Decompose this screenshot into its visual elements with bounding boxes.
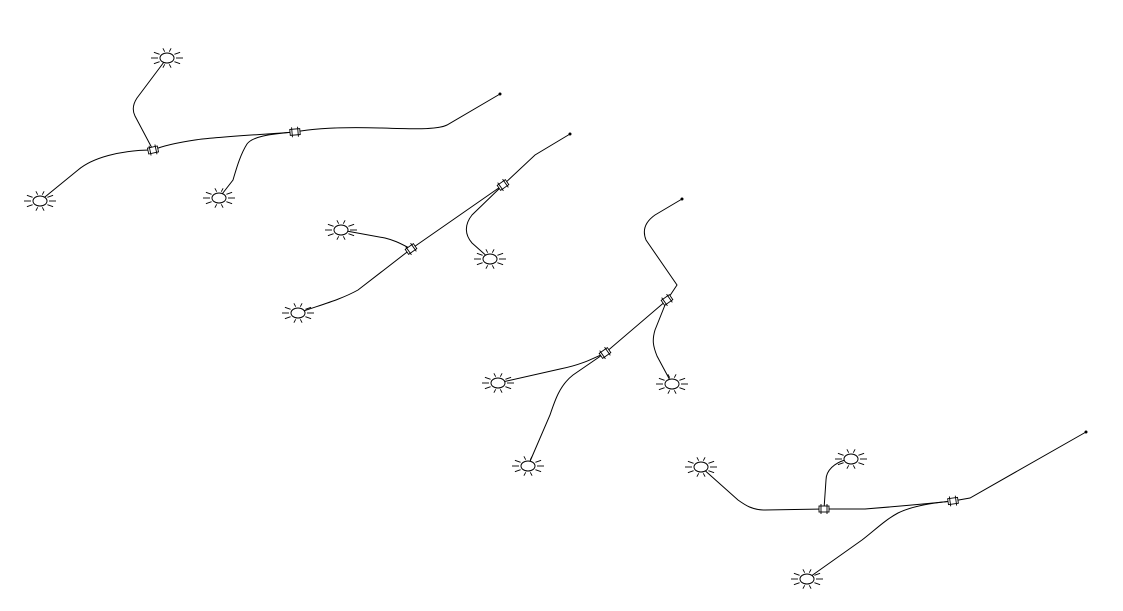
lamp-icon: [24, 191, 56, 211]
circuit-4-branch-wire-top: [823, 458, 852, 510]
circuit-2: [297, 133, 571, 314]
lamp-icon: [282, 303, 314, 323]
junction-box-icon: [947, 495, 959, 507]
junction-box-icon: [146, 144, 160, 156]
circuit-2-branch-wire-right: [465, 184, 504, 260]
feed-point-icon: [1084, 430, 1088, 434]
lamp-icon: [325, 220, 357, 240]
junction-box-icon: [818, 504, 830, 514]
lamp-icon: [512, 456, 544, 476]
circuit-4-feed-wire: [952, 431, 1087, 502]
circuit-1-branch-wire-left: [39, 149, 154, 202]
circuit-1: [39, 57, 501, 202]
circuit-4-main-wire: [700, 466, 954, 511]
junction-box-icon: [289, 126, 301, 138]
circuit-4-branch-wire-bottom: [806, 500, 954, 580]
lamp-icon: [835, 449, 867, 469]
feed-point-icon: [498, 92, 502, 96]
circuit-1-branch-wire-top: [132, 57, 168, 151]
circuit-1-main-wire: [152, 131, 296, 151]
lamp-icon: [474, 249, 506, 269]
circuit-3-branch-wire-right: [652, 299, 673, 385]
circuit-1-branch-wire-bottom: [218, 131, 296, 199]
circuit-2-branch-wire-left: [340, 229, 412, 250]
circuit-3-branch-wire-left: [497, 352, 606, 384]
junction-boxes: [146, 126, 959, 514]
circuit-3: [497, 198, 683, 467]
circuit-2-main-wire: [297, 184, 504, 314]
lamp-icon: [685, 457, 717, 477]
feed-point-icon: [568, 132, 572, 136]
junction-box-icon: [404, 242, 418, 256]
junction-box-icon: [598, 346, 612, 360]
lamp-icon: [151, 48, 183, 68]
circuit-1-feed-wire: [294, 93, 501, 133]
circuit-3-feed-wire: [643, 198, 683, 301]
feed-point-icon: [680, 197, 684, 201]
lamp-icon: [203, 188, 235, 208]
lamp-icon: [791, 569, 823, 589]
lamp-icon: [656, 374, 688, 394]
junction-box-icon: [660, 293, 674, 307]
circuit-3-main-wire: [527, 299, 668, 467]
circuit-2-feed-wire: [502, 133, 571, 186]
circuit-4: [700, 431, 1087, 580]
lamp-icon: [482, 373, 514, 393]
lamp-fixtures: [24, 48, 867, 589]
junction-box-icon: [496, 178, 510, 192]
